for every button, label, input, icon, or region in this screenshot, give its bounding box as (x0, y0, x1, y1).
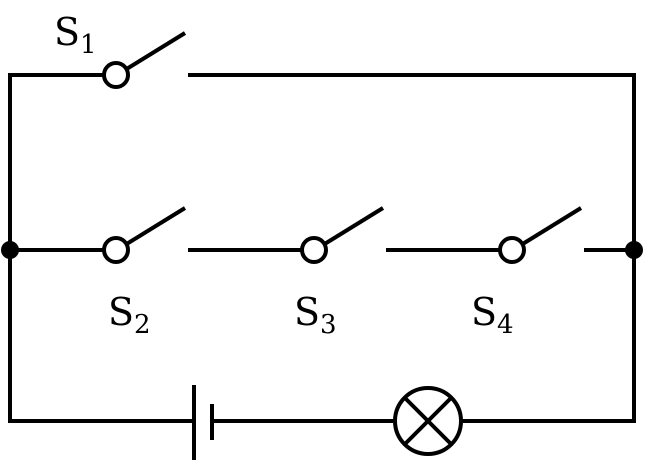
switch-s2: S2 (102, 206, 187, 340)
switch-s3-blade (321, 206, 385, 247)
switch-s4: S4 (471, 206, 583, 340)
switch-s1-contact (102, 61, 130, 89)
battery-icon (192, 385, 214, 460)
lamp-cross-b (403, 396, 453, 446)
switch-s3: S3 (294, 206, 385, 340)
switch-s2-label: S2 (108, 290, 151, 340)
switch-s4-contact (498, 236, 526, 264)
switch-s4-label: S4 (471, 290, 514, 340)
switch-s1-label: S1 (54, 10, 97, 60)
switch-s2-blade (123, 206, 187, 247)
top-branch (8, 73, 636, 250)
switch-s1: S1 (54, 10, 187, 89)
switch-s3-contact (300, 236, 328, 264)
switch-s3-label: S3 (294, 290, 337, 340)
switch-s4-blade (519, 206, 583, 247)
lamp-icon (393, 386, 463, 456)
switch-s2-contact (102, 236, 130, 264)
switch-s1-blade (123, 31, 187, 72)
bottom-branch (8, 250, 636, 423)
